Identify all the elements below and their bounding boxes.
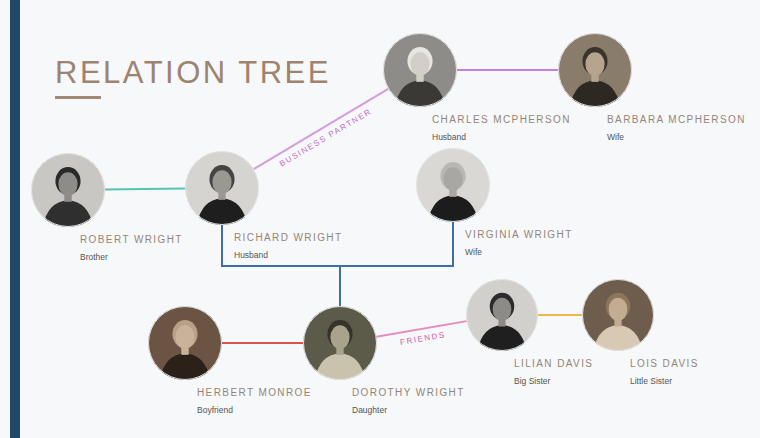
person-node: LOIS DAVISLittle Sister: [582, 279, 654, 351]
portrait-photo: [558, 33, 632, 107]
connector-line: [340, 222, 453, 306]
portrait-photo: [582, 279, 654, 351]
person-node: DOROTHY WRIGHTDaughter: [303, 306, 377, 380]
person-role: Daughter: [352, 405, 465, 416]
person-caption: DOROTHY WRIGHT Daughter: [352, 387, 465, 416]
portrait-photo: [383, 33, 457, 107]
person-node: VIRGINIA WRIGHTWife: [416, 148, 490, 222]
person-role: Husband: [432, 132, 571, 143]
person-name: ROBERT WRIGHT: [80, 234, 183, 246]
title: RELATION TREE: [55, 57, 331, 88]
person-node: RICHARD WRIGHTHusband: [185, 151, 259, 225]
title-underline: [55, 96, 101, 99]
person-caption: LOIS DAVIS Little Sister: [630, 358, 699, 387]
person-role: Boyfriend: [197, 405, 312, 416]
person-role: Brother: [80, 252, 183, 263]
person-caption: LILIAN DAVIS Big Sister: [514, 358, 593, 387]
connector-line: [222, 342, 303, 344]
person-node: BARBARA MCPHERSONWife: [558, 33, 632, 107]
portrait-photo: [416, 148, 490, 222]
person-node: HERBERT MONROEBoyfriend: [148, 306, 222, 380]
connector-line: [105, 188, 185, 189]
person-caption: BARBARA MCPHERSON Wife: [607, 114, 746, 143]
portrait-photo: [303, 306, 377, 380]
person-name: LILIAN DAVIS: [514, 358, 593, 370]
portrait-photo: [466, 279, 538, 351]
person-role: Wife: [607, 132, 746, 143]
side-bar: [10, 0, 20, 438]
person-name: LOIS DAVIS: [630, 358, 699, 370]
connector-line: [254, 89, 388, 169]
person-caption: RICHARD WRIGHT Husband: [234, 232, 342, 261]
person-name: VIRGINIA WRIGHT: [465, 229, 573, 241]
connector-line: [538, 314, 582, 316]
portrait-photo: [185, 151, 259, 225]
person-role: Big Sister: [514, 376, 593, 387]
person-name: RICHARD WRIGHT: [234, 232, 342, 244]
connector-line: [457, 69, 558, 71]
person-node: CHARLES MCPHERSONHusband: [383, 33, 457, 107]
person-caption: VIRGINIA WRIGHT Wife: [465, 229, 573, 258]
portrait-photo: [31, 153, 105, 227]
person-name: DOROTHY WRIGHT: [352, 387, 465, 399]
edge-label: BUSINESS PARTNER: [278, 106, 374, 169]
person-caption: CHARLES MCPHERSON Husband: [432, 114, 571, 143]
person-caption: ROBERT WRIGHT Brother: [80, 234, 183, 263]
portrait-photo: [148, 306, 222, 380]
person-name: BARBARA MCPHERSON: [607, 114, 746, 126]
person-role: Husband: [234, 250, 342, 261]
person-role: Wife: [465, 247, 573, 258]
person-caption: HERBERT MONROE Boyfriend: [197, 387, 312, 416]
person-name: CHARLES MCPHERSON: [432, 114, 571, 126]
person-name: HERBERT MONROE: [197, 387, 312, 399]
edge-label: FRIENDS: [400, 330, 447, 348]
person-node: ROBERT WRIGHTBrother: [31, 153, 105, 227]
person-role: Little Sister: [630, 376, 699, 387]
person-node: LILIAN DAVISBig Sister: [466, 279, 538, 351]
